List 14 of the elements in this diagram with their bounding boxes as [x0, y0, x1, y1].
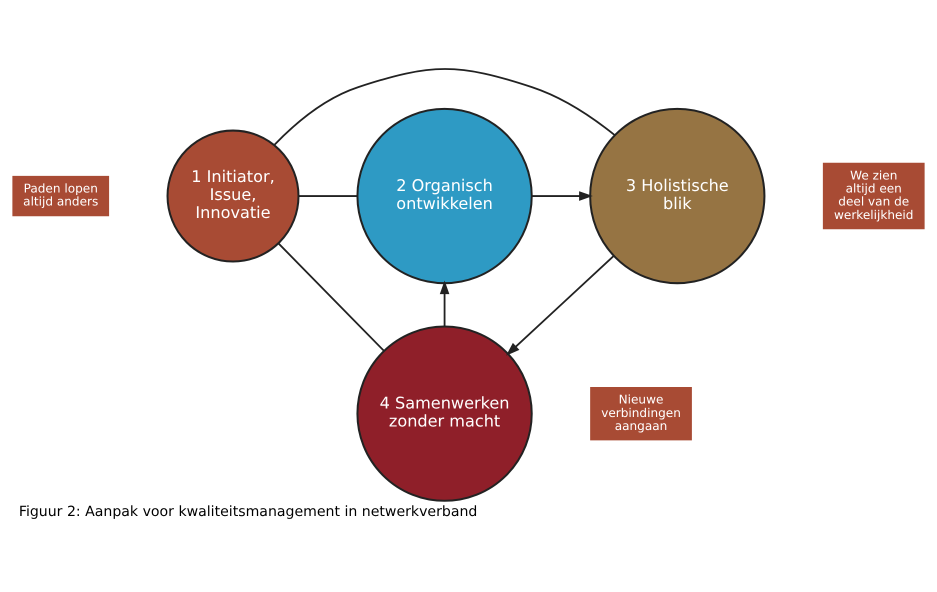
connector — [278, 242, 385, 352]
node-circle: 2 Organisch ontwikkelen — [356, 107, 533, 284]
arrow — [506, 254, 614, 356]
connector — [298, 194, 358, 196]
caption: Figuur 2: Aanpak voor kwaliteitsmanagement in netwerkverband — [18, 504, 478, 520]
arrow — [440, 280, 450, 326]
node-box: Nieuwe verbindingen aangaan — [590, 386, 692, 440]
node-box: Paden lopen altijd anders — [12, 175, 110, 216]
connector — [274, 68, 616, 145]
node-circle: 3 Holistische blik — [589, 107, 766, 284]
arrow — [532, 190, 593, 200]
node-circle: 1 Initiator, Issue, Innovatie — [166, 129, 300, 262]
node-circle: 4 Samenwerken zonder macht — [356, 325, 533, 502]
node-box: We zien altijd een deel van de werkelijkheid — [822, 162, 925, 229]
